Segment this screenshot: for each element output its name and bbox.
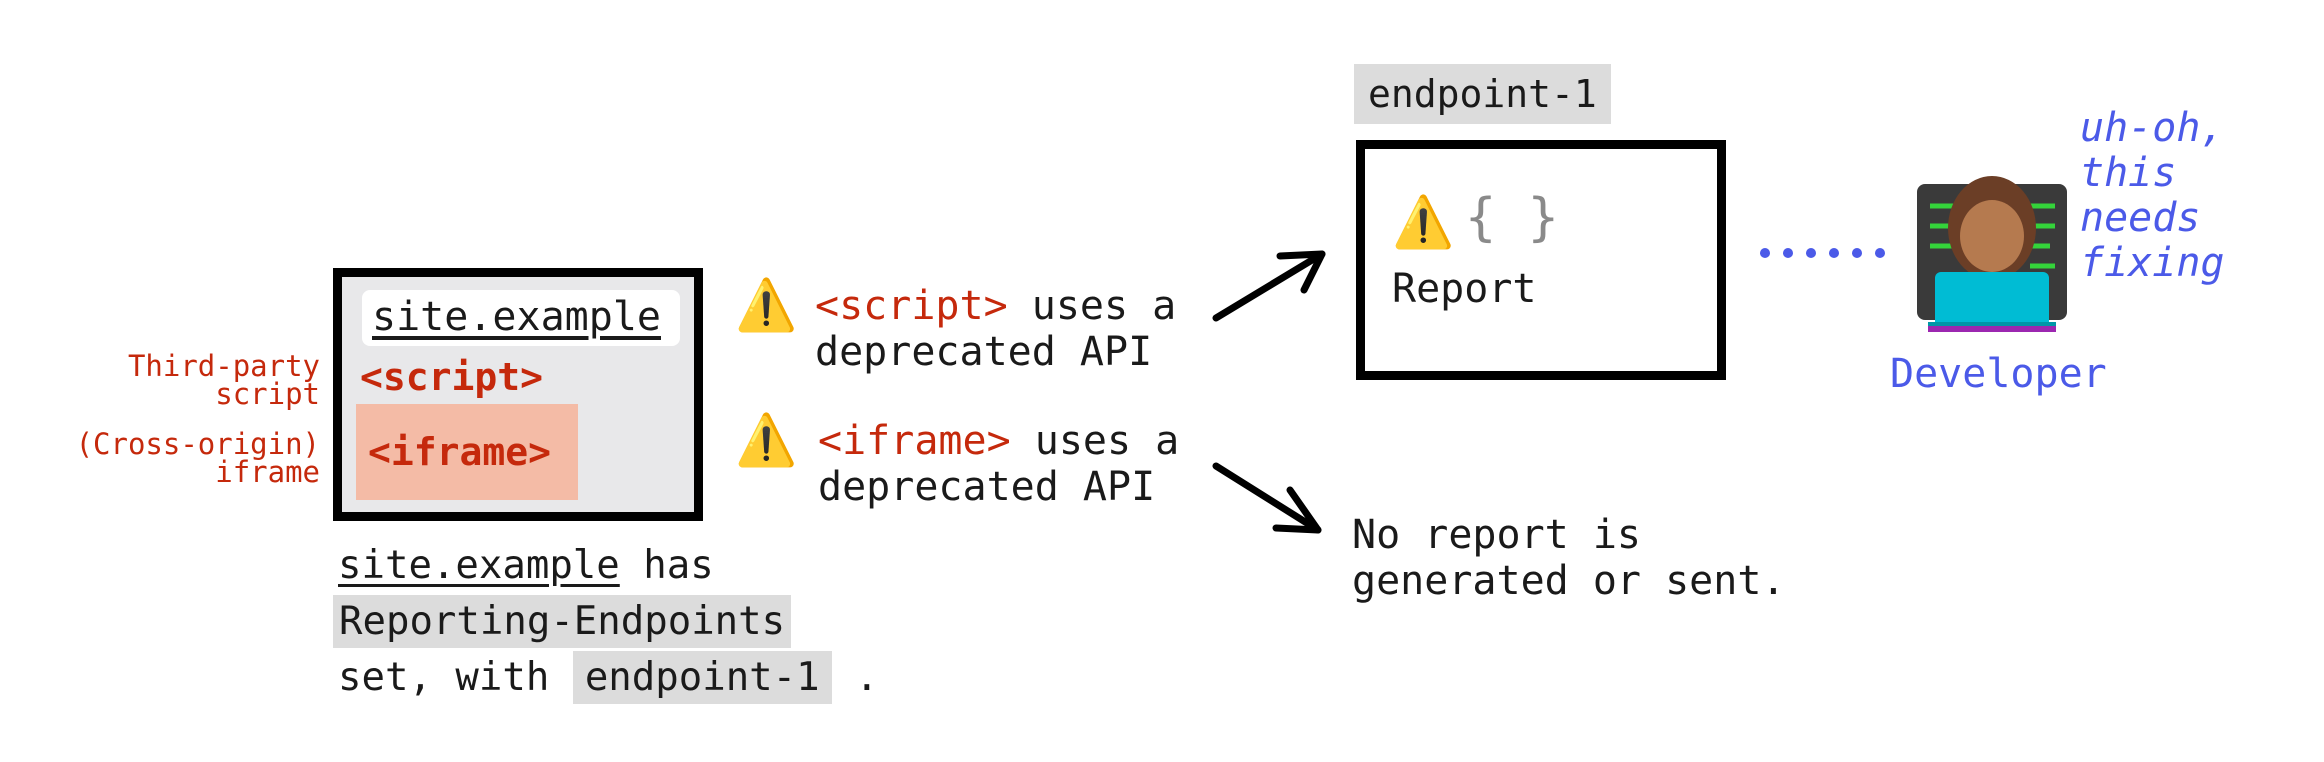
warning-icon: ⚠️ bbox=[735, 276, 798, 334]
no-report-message: No report is generated or sent. bbox=[1352, 512, 1786, 604]
report-box bbox=[1356, 140, 1726, 380]
arrow-to-endpoint bbox=[1212, 250, 1326, 322]
site-url-bar bbox=[362, 290, 680, 346]
header-name: Reporting-Endpoints bbox=[333, 595, 792, 648]
iframe-region bbox=[356, 404, 578, 500]
site-url: site.example bbox=[372, 294, 661, 340]
cross-origin-iframe-label: (Cross-origin) iframe bbox=[75, 427, 320, 489]
arrow-to-endpoint-head bbox=[1276, 250, 1326, 294]
json-braces-icon: { } bbox=[1465, 188, 1559, 248]
caption-line-3: set, with endpoint-1 . bbox=[338, 650, 879, 706]
third-party-script-label: Third-party script bbox=[127, 349, 320, 411]
caption-line-1: site.example has bbox=[338, 543, 714, 588]
warning-icon: ⚠️ bbox=[735, 411, 798, 469]
report-label: Report bbox=[1392, 266, 1537, 312]
developer-speech: uh-oh, this needs fixing bbox=[2080, 105, 2225, 286]
dotted-connector bbox=[1760, 248, 1885, 258]
endpoint-code: endpoint-1 bbox=[572, 651, 832, 704]
caption-line-2: Reporting-Endpoints bbox=[333, 594, 792, 650]
arrow-to-no-report-head bbox=[1272, 486, 1322, 534]
developer-label: Developer bbox=[1890, 351, 2107, 397]
script-warning-message: <script> uses a deprecated API bbox=[815, 283, 1177, 375]
warning-icon: ⚠️ bbox=[1392, 193, 1455, 251]
arrow-to-no-report bbox=[1212, 462, 1322, 534]
script-tag: <script> bbox=[360, 355, 544, 399]
iframe-warning-message: <iframe> uses a deprecated API bbox=[818, 418, 1180, 510]
developer-at-laptop-icon bbox=[1917, 176, 2067, 332]
iframe-tag: <iframe> bbox=[368, 430, 552, 474]
endpoint-label: endpoint-1 bbox=[1354, 64, 1611, 124]
